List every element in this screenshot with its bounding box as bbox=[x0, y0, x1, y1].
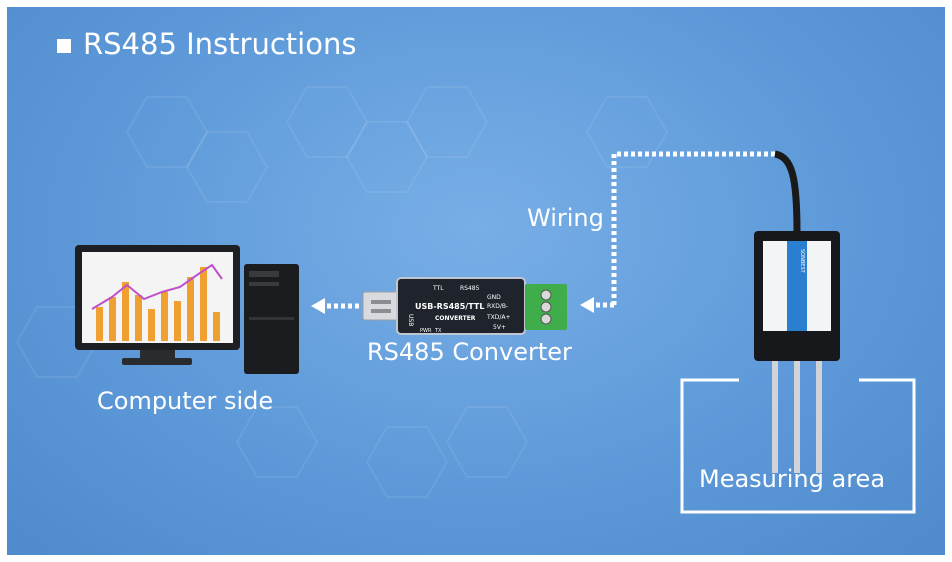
terminal-block bbox=[525, 284, 567, 330]
ttl-mark: TTL bbox=[432, 285, 444, 292]
arrow-to-computer bbox=[311, 298, 359, 314]
pin-rxd: RXD/B- bbox=[487, 303, 508, 310]
converter-model: USB-RS485/TTL bbox=[415, 302, 484, 311]
pin-gnd: GND bbox=[487, 294, 501, 301]
computer-monitor-icon bbox=[75, 245, 240, 365]
converter-label: RS485 Converter bbox=[367, 338, 572, 366]
arrow-to-converter bbox=[580, 297, 614, 313]
led-pwr-label: PWR bbox=[420, 328, 432, 334]
wiring-dotted-line bbox=[611, 151, 775, 305]
converter-sub: CONVERTER bbox=[435, 315, 476, 322]
pc-tower-icon bbox=[244, 264, 299, 374]
computer-side-label: Computer side bbox=[97, 387, 274, 415]
measuring-area-box bbox=[680, 378, 916, 514]
pin-txd: TXD/A+ bbox=[486, 314, 511, 321]
pin-5v: 5V+ bbox=[493, 324, 506, 331]
rs485-mark: RS485 bbox=[460, 285, 480, 292]
title-bullet bbox=[57, 38, 71, 53]
usb-plug-icon bbox=[362, 291, 399, 321]
wiring-label: Wiring bbox=[527, 204, 604, 232]
hexagon-background-pattern bbox=[15, 86, 669, 498]
page-title: RS485 Instructions bbox=[57, 27, 356, 61]
measuring-area-label: Measuring area bbox=[699, 465, 886, 493]
soil-sensor-icon: SONBEST bbox=[754, 231, 840, 473]
rs485-converter-device: TTL RS485 USB-RS485/TTL CONVERTER USB GN… bbox=[362, 277, 567, 335]
sensor-cable bbox=[774, 150, 801, 233]
title-text: RS485 Instructions bbox=[83, 27, 357, 61]
computer-illustration bbox=[75, 245, 299, 374]
led-tx-label: TX bbox=[434, 328, 442, 334]
sensor-brand: SONBEST bbox=[799, 249, 805, 274]
instruction-slide: RS485 Instructions bbox=[7, 7, 945, 555]
usb-mark: USB bbox=[407, 314, 414, 326]
connection-lines bbox=[311, 150, 801, 314]
